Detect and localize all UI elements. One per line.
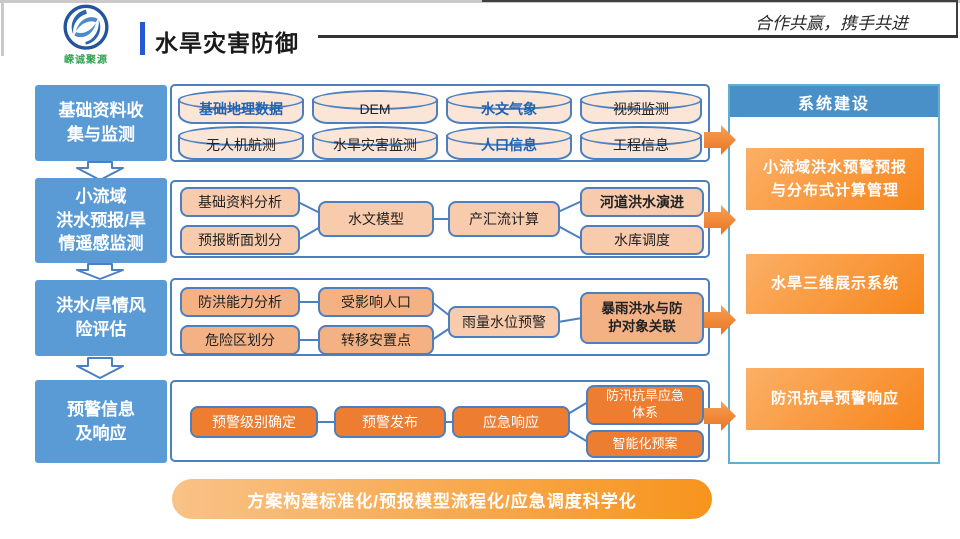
box-storm-object-link: 暴雨洪水与防 护对象关联	[580, 292, 704, 344]
cylinder-disaster-monitor: 水旱灾害监测	[312, 126, 438, 160]
stage-data-collection: 基础资料收 集与监测	[35, 85, 167, 161]
left-border-gray	[1, 0, 4, 56]
cylinder-uav-survey: 无人机航测	[178, 126, 304, 160]
panel-item-flood-forecast-system: 小流域洪水预警预报 与分布式计算管理	[746, 148, 924, 210]
cylinder-population-info: 人口信息	[446, 126, 572, 160]
box-emergency-response: 应急响应	[452, 406, 570, 438]
panel-item-3d-display-system: 水旱三维展示系统	[746, 254, 924, 314]
header-underline	[318, 35, 958, 38]
box-warning-release: 预警发布	[334, 406, 446, 438]
company-logo-icon	[63, 4, 109, 50]
box-relocation-site: 转移安置点	[318, 325, 434, 355]
cylinder-video-monitor: 视频监测	[580, 90, 702, 124]
box-smart-plan: 智能化预案	[586, 430, 704, 458]
box-basic-data-analysis: 基础资料分析	[180, 187, 300, 217]
title-accent-bar	[140, 22, 145, 55]
cylinder-hydro-weather: 水文气象	[446, 90, 572, 124]
right-border-dark	[956, 0, 958, 38]
header-slogan: 合作共赢，携手共进	[755, 14, 908, 33]
box-affected-population: 受影响人口	[318, 287, 434, 317]
down-arrow-icon	[76, 357, 124, 379]
bottom-banner: 方案构建标准化/预报模型流程化/应急调度科学化	[172, 479, 712, 519]
box-flood-capacity: 防洪能力分析	[180, 287, 300, 317]
top-border-gray	[0, 0, 960, 3]
cylinder-dem: DEM	[312, 90, 438, 124]
top-border-dark	[482, 0, 958, 2]
cylinder-project-info: 工程信息	[580, 126, 702, 160]
box-emergency-system: 防汛抗旱应急 体系	[586, 385, 704, 425]
stage-warning-response: 预警信息 及响应	[35, 380, 167, 463]
box-river-flood-routing: 河道洪水演进	[580, 187, 704, 217]
system-build-panel-title: 系统建设	[730, 86, 938, 117]
panel-item-warning-response-system: 防汛抗旱预警响应	[746, 368, 924, 430]
company-logo-text: 嵘诚聚源	[64, 55, 108, 66]
cylinder-basic-geo-data: 基础地理数据	[178, 90, 304, 124]
box-reservoir-dispatch: 水库调度	[580, 225, 704, 255]
box-warning-level: 预警级别确定	[190, 406, 318, 438]
box-forecast-section: 预报断面划分	[180, 225, 300, 255]
box-hydro-model: 水文模型	[318, 201, 434, 237]
page-title: 水旱灾害防御	[155, 30, 299, 56]
box-runoff-calc: 产汇流计算	[448, 201, 560, 237]
stage-risk-assessment: 洪水/旱情风 险评估	[35, 280, 167, 356]
box-rain-level-warning: 雨量水位预警	[448, 306, 560, 338]
box-danger-zone: 危险区划分	[180, 325, 300, 355]
stage-flood-forecast: 小流域 洪水预报/旱 情遥感监测	[35, 178, 167, 263]
down-arrow-icon	[76, 263, 124, 280]
